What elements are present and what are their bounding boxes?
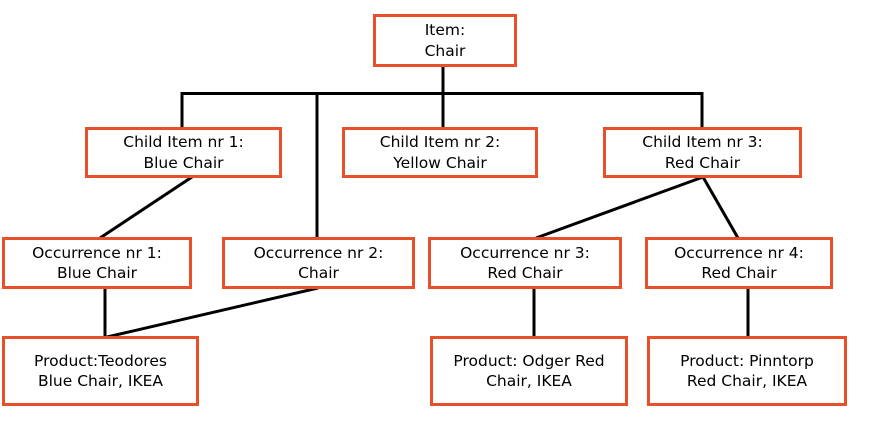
node-label-line2: Chair, IKEA: [486, 372, 572, 390]
node-child-item-2: Child Item nr 2: Yellow Chair: [342, 127, 538, 178]
node-occurrence-3: Occurrence nr 3: Red Chair: [428, 237, 622, 289]
node-occurrence-4: Occurrence nr 4: Red Chair: [645, 237, 833, 289]
node-label-line2: Blue Chair: [56, 264, 138, 282]
node-product-1: Product:Teodores Blue Chair, IKEA: [2, 336, 199, 406]
node-label-line1: Product: Pinntorp: [680, 351, 814, 370]
node-label-line2: Blue Chair, IKEA: [37, 372, 164, 390]
node-label-line1: Child Item nr 2:: [379, 133, 501, 152]
node-label-line2: Red Chair: [701, 264, 777, 282]
node-label-line1: Child Item nr 3:: [642, 133, 763, 152]
node-occurrence-1: Occurrence nr 1: Blue Chair: [2, 237, 192, 289]
node-label-line1: Child Item nr 1:: [123, 133, 244, 152]
node-label-line2: Yellow Chair: [393, 153, 487, 172]
node-child-item-3: Child Item nr 3: Red Chair: [603, 127, 802, 178]
node-item: Item: Chair: [373, 14, 517, 67]
node-label-line1: Occurrence nr 2:: [253, 243, 384, 262]
node-label-line2: Blue Chair: [143, 153, 224, 172]
node-label-line1: Occurrence nr 4:: [674, 243, 804, 262]
node-label-line2: Red Chair, IKEA: [686, 372, 808, 390]
node-child-item-1: Child Item nr 1: Blue Chair: [85, 127, 282, 178]
node-label-line1: Occurrence nr 1:: [32, 243, 162, 262]
node-label-line2: Red Chair: [664, 153, 741, 172]
node-label-line1: Occurrence nr 3:: [460, 243, 590, 262]
connector-occ2-product1: [106, 286, 319, 339]
node-label-line1: Product:Teodores: [34, 351, 167, 370]
connector-child3-occ3: [535, 175, 704, 240]
node-label-line2: Chair: [424, 41, 466, 60]
node-label-line2: Red Chair: [487, 264, 563, 282]
node-occurrence-2: Occurrence nr 2: Chair: [222, 237, 415, 289]
node-product-2: Product: Odger Red Chair, IKEA: [430, 336, 628, 406]
connector-child1-occ1: [99, 175, 193, 240]
node-label-line2: Chair: [298, 264, 339, 282]
node-product-3: Product: Pinntorp Red Chair, IKEA: [647, 336, 847, 406]
node-label-line1: Product: Odger Red: [453, 351, 605, 370]
node-label-line1: Item:: [424, 21, 466, 40]
connector-child3-occ4: [701, 176, 740, 239]
